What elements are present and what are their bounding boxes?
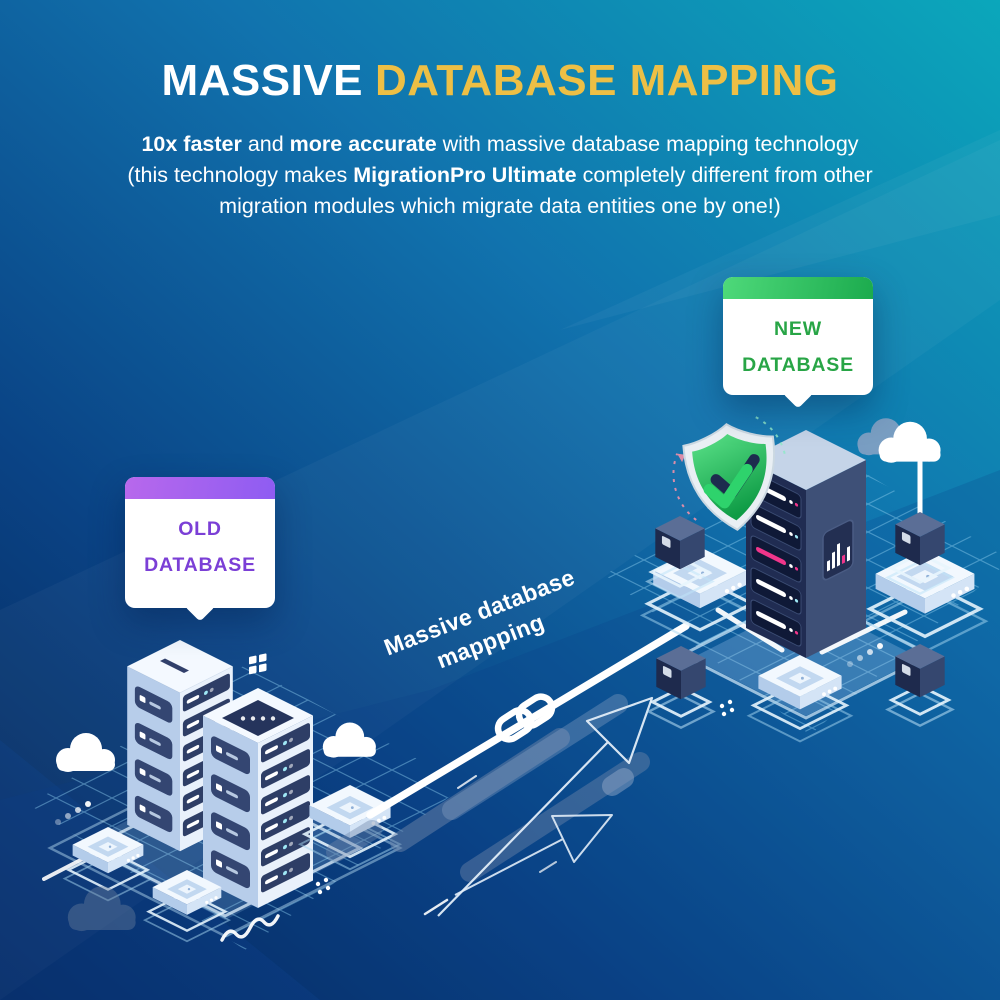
new-database-card: NEW DATABASE bbox=[723, 277, 873, 409]
sparkle-dots bbox=[315, 877, 331, 895]
shield-check-icon bbox=[672, 416, 786, 531]
new-database-cluster bbox=[640, 416, 988, 743]
chain-link-icon bbox=[494, 693, 556, 743]
data-cube bbox=[646, 514, 714, 600]
data-cube bbox=[886, 510, 954, 596]
server-tower-front bbox=[203, 688, 313, 908]
arrow-icon-large bbox=[437, 696, 654, 917]
data-cube bbox=[886, 642, 954, 728]
old-database-cluster bbox=[42, 640, 403, 943]
old-database-card: OLD DATABASE bbox=[125, 477, 275, 622]
title-accent: DATABASE MAPPING bbox=[375, 56, 839, 105]
old-database-label: OLD DATABASE bbox=[144, 518, 256, 576]
new-database-label: NEW DATABASE bbox=[742, 318, 854, 376]
arrow-icon-small bbox=[454, 814, 613, 896]
new-database-card-header bbox=[723, 277, 873, 299]
subtitle-line-1: 10x faster and more accurate with massiv… bbox=[141, 132, 859, 156]
window-icon bbox=[249, 653, 267, 675]
dots-trail bbox=[847, 643, 883, 667]
data-cube bbox=[647, 644, 715, 730]
subtitle-line-3: migration modules which migrate data ent… bbox=[219, 194, 781, 218]
subtitle-line-2: (this technology makes MigrationPro Ulti… bbox=[127, 163, 873, 187]
server-tower-back bbox=[127, 640, 233, 852]
speed-dashes bbox=[423, 775, 557, 916]
dots-trail bbox=[55, 801, 91, 825]
squiggle-line bbox=[220, 914, 280, 942]
old-database-card-header bbox=[125, 477, 275, 499]
subtitle: 10x faster and more accurate with massiv… bbox=[40, 129, 960, 222]
sparkle-dots bbox=[719, 699, 735, 717]
title-white: MASSIVE bbox=[161, 56, 364, 105]
